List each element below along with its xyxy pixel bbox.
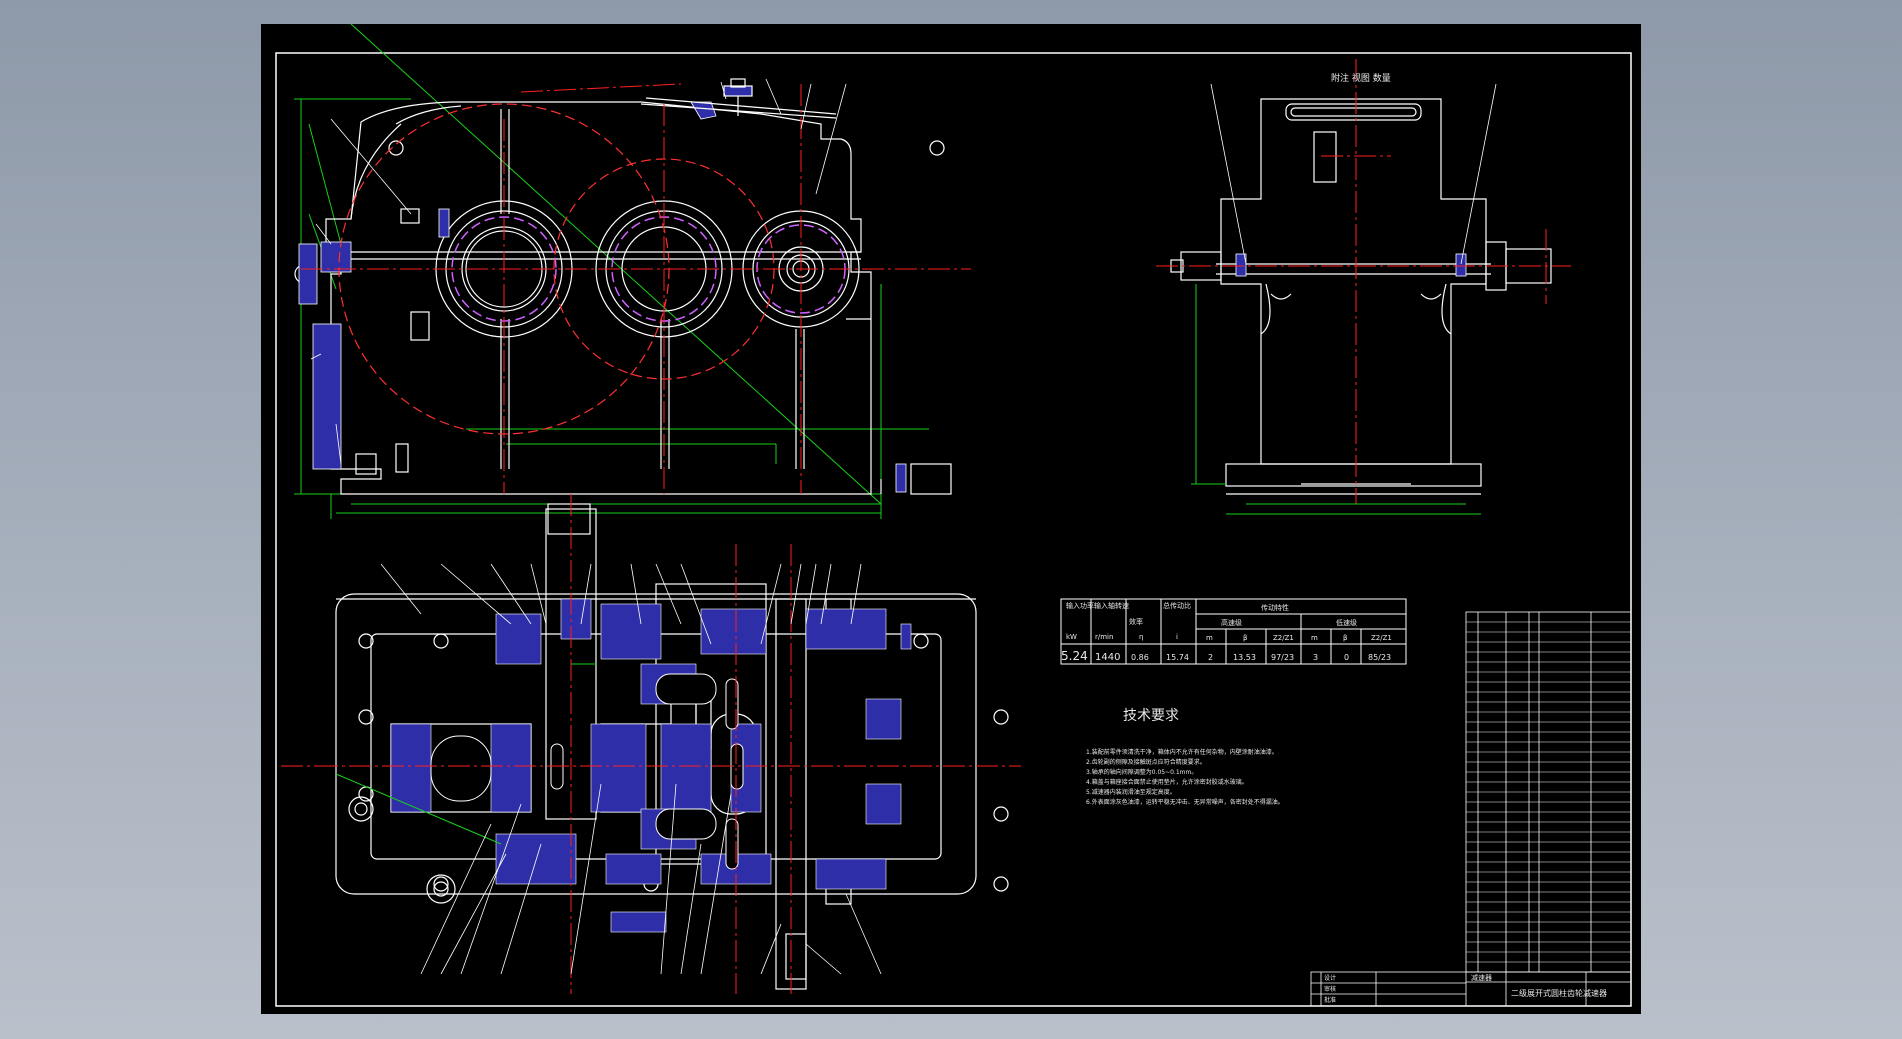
spec-val-ratio: 15.74 [1166,653,1189,662]
spec-header-speed: 输入轴转速 [1094,601,1129,610]
spec-val-z2: 85/23 [1368,653,1391,662]
spec-high-speed: 高速级 [1221,618,1242,627]
top-view-gears [430,673,744,870]
inspection-cover [640,78,837,119]
title-block-design: 设计 [1324,974,1336,982]
drawing-sheet: 附注 视图 数量 [261,24,1641,1014]
spec-val-z1: 97/23 [1271,653,1294,662]
title-block-approve: 批准 [1324,996,1336,1004]
spec-val-beta1: 13.53 [1233,653,1256,662]
top-view-leaders [380,563,882,975]
side-view-sections [1235,253,1467,277]
title-block-type: 减速器 [1471,973,1492,982]
spec-col-m1: m [1206,634,1213,642]
tech-req-line: 6.外表面涂灰色油漆，运转平稳无冲击、无异常噪声，各密封处不得漏油。 [1086,798,1284,806]
parts-list-rows [1466,621,1631,963]
spec-col-z1: Z2/Z1 [1273,634,1294,642]
spec-unit-eta: η [1139,633,1143,641]
spec-val-m2: 3 [1313,653,1318,662]
cad-drawing: 附注 视图 数量 [275,24,1632,1007]
spec-val-eff: 0.86 [1131,653,1149,662]
spec-header-ratio: 总传动比 [1163,601,1191,610]
tech-req-line: 3.轴承的轴向间隙调整为0.05~0.1mm。 [1086,768,1197,776]
spec-val-beta2: 0 [1344,653,1349,662]
spec-header-power: 输入功率 [1066,601,1094,610]
spec-unit-kw: kW [1066,633,1077,641]
tech-req-line: 2.齿轮副的侧隙及接触斑点应符合精度要求。 [1086,758,1206,766]
spec-low-speed: 低速级 [1336,618,1357,627]
spec-unit-i: i [1176,633,1178,641]
front-view [294,24,952,519]
front-view-leaders [310,78,847,465]
tech-req-lines: 1.装配前零件须清洗干净，箱体内不允许有任何杂物，内壁涂耐油油漆。 2.齿轮副的… [1086,748,1284,806]
side-view-dimensions [1191,284,1481,515]
front-view-sections [298,101,907,493]
tech-req-line: 5.减速器内装润滑油至规定高度。 [1086,788,1176,796]
top-view-dimensions [335,663,596,845]
front-view-centerlines [301,83,971,494]
tech-req-line: 4.箱盖与箱座接合面禁止使用垫片，允许涂密封胶或水玻璃。 [1086,778,1248,786]
drawing-frame [275,52,1632,1007]
spec-val-speed: 1440 [1095,652,1120,663]
tech-req-line: 1.装配前零件须清洗干净，箱体内不允许有任何杂物，内壁涂耐油油漆。 [1086,748,1278,756]
side-view-title: 附注 视图 数量 [1331,72,1391,84]
spec-val-power: 5.24 [1061,649,1088,663]
spec-col-beta1: β [1243,634,1247,642]
title-block-review: 审核 [1324,985,1336,993]
spec-val-m1: 2 [1208,653,1213,662]
spec-header-efficiency: 效率 [1129,617,1143,626]
side-view [1170,98,1552,495]
title-block-name: 二级展开式圆柱齿轮减速器 [1511,988,1607,998]
tech-req-title: 技术要求 [1123,708,1179,724]
spec-col-m2: m [1311,634,1318,642]
side-view-centerlines [1156,59,1571,504]
spec-col-z2: Z2/Z1 [1371,634,1392,642]
title-block [1310,971,1632,1007]
top-view-centerlines [281,494,1021,994]
spec-unit-rpm: r/min [1095,633,1113,641]
spec-col-beta2: β [1343,634,1347,642]
spec-table [1060,598,1407,665]
side-view-leaders [1210,83,1497,265]
spec-header-characteristics: 传动特性 [1261,603,1289,612]
